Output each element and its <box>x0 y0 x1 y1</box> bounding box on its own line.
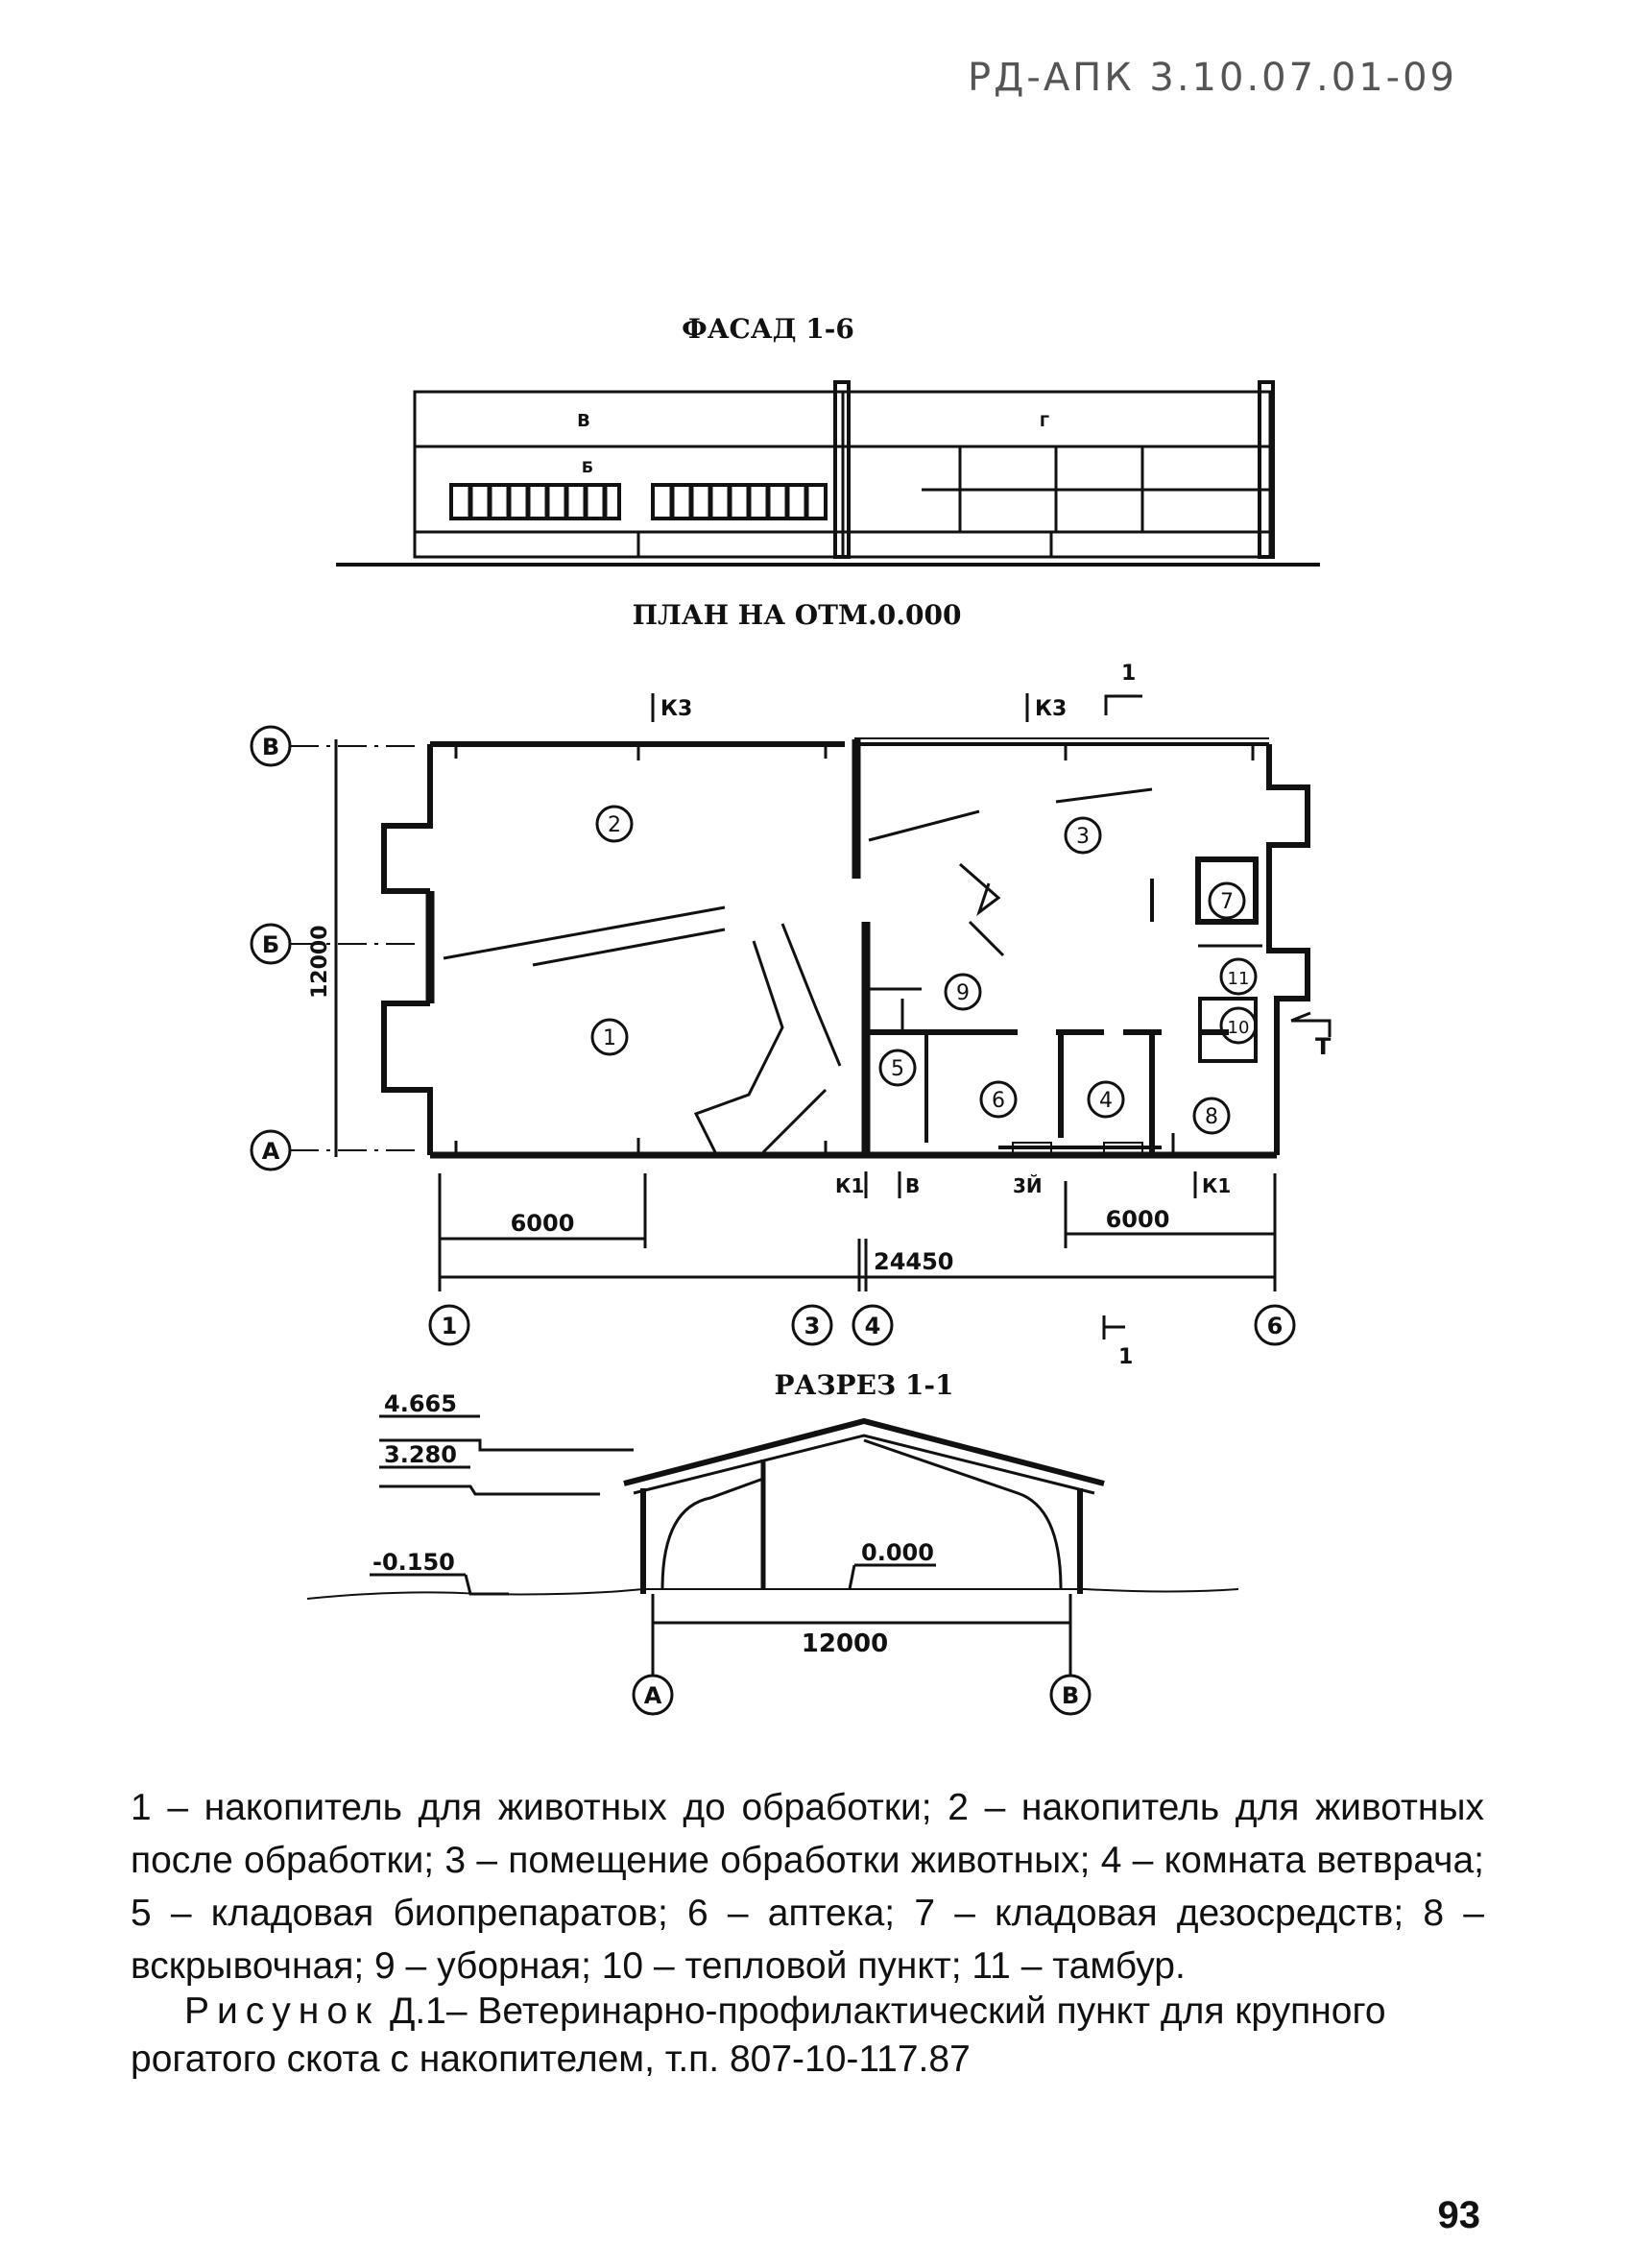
level-mark: 4.665 <box>384 1390 457 1417</box>
facade-mark-1: В <box>577 411 590 431</box>
mark-k1-left: К1 <box>835 1174 864 1197</box>
column-axes: 1 3 4 6 <box>428 1173 1296 1346</box>
floor-plan <box>381 737 1310 1159</box>
section-title: РАЗРЕЗ 1-1 <box>775 1369 954 1401</box>
mark-t: Т <box>1315 1033 1332 1060</box>
document-code: РД-АПК 3.10.07.01-09 <box>968 56 1457 100</box>
room-number: 8 <box>1205 1105 1218 1129</box>
room-number: 3 <box>1076 825 1090 849</box>
mark-k1-right: К1 <box>1202 1174 1231 1197</box>
facade-mark-2: Б <box>582 458 593 476</box>
facade-elevation <box>336 380 1320 567</box>
dimension-total: 24450 <box>874 1248 954 1275</box>
level-mark: 3.280 <box>384 1441 457 1468</box>
figure-title: – Ветеринарно-профилактический пункт для… <box>131 1991 1386 2080</box>
room-number: 5 <box>891 1057 904 1081</box>
mark-zi: 3Й <box>1013 1174 1043 1197</box>
room-number: 11 <box>1228 969 1250 989</box>
section-view: А В <box>306 1414 1239 1716</box>
level-mark: 0.000 <box>861 1539 934 1566</box>
facade-mark-3: Г <box>1040 412 1049 430</box>
row-axes: В Б А <box>250 725 422 1171</box>
dimension-section-span: 12000 <box>802 1629 888 1658</box>
axis-row-label: В <box>262 734 279 760</box>
figure-label: Рисунок <box>184 1991 380 2032</box>
figure-caption: Рисунок Д.1– Ветеринарно-профилактически… <box>131 1988 1484 2084</box>
room-number: 1 <box>603 1026 616 1050</box>
axis-col-label: 1 <box>442 1313 458 1339</box>
axis-col-label: 3 <box>804 1313 821 1339</box>
room-number: 6 <box>992 1089 1005 1113</box>
plan-title: ПЛАН НА ОТМ.0.000 <box>633 599 962 631</box>
mark-k3-right: К3 <box>1035 697 1067 721</box>
room-number: 4 <box>1099 1089 1113 1113</box>
axis-col-label: 4 <box>865 1313 881 1339</box>
mark-cut-top: 1 <box>1121 662 1136 686</box>
figure-number: Д.1 <box>389 1991 446 2032</box>
axis-col-label: 6 <box>1267 1313 1284 1339</box>
axis-row-label: Б <box>262 931 279 958</box>
legend-text: 1 – накопитель для животных до обработки… <box>131 1787 1484 1987</box>
room-markers: 1 2 3 4 5 6 7 8 9 10 11 <box>590 805 1258 1135</box>
mark-b: В <box>905 1174 920 1197</box>
room-number: 9 <box>956 981 970 1005</box>
room-number: 10 <box>1228 1018 1250 1038</box>
level-mark: -0.150 <box>372 1549 455 1576</box>
axis-row-label: А <box>262 1138 280 1165</box>
mark-k3-left: К3 <box>660 697 692 721</box>
mark-cut-bottom: 1 <box>1118 1345 1133 1369</box>
dimension-height: 12000 <box>308 925 332 999</box>
section-axis-label: В <box>1062 1682 1079 1709</box>
section-axis-label: А <box>644 1682 662 1709</box>
dimension-left-bay: 6000 <box>511 1210 575 1237</box>
technical-drawing: ФАСАД 1-6 <box>250 313 1332 1716</box>
facade-title: ФАСАД 1-6 <box>682 313 854 345</box>
room-number: 7 <box>1220 890 1234 914</box>
room-number: 2 <box>608 813 621 837</box>
page-number: 93 <box>1437 2194 1481 2236</box>
legend: 1 – накопитель для животных до обработки… <box>131 1781 1484 1992</box>
dimension-right-bay: 6000 <box>1106 1206 1170 1233</box>
